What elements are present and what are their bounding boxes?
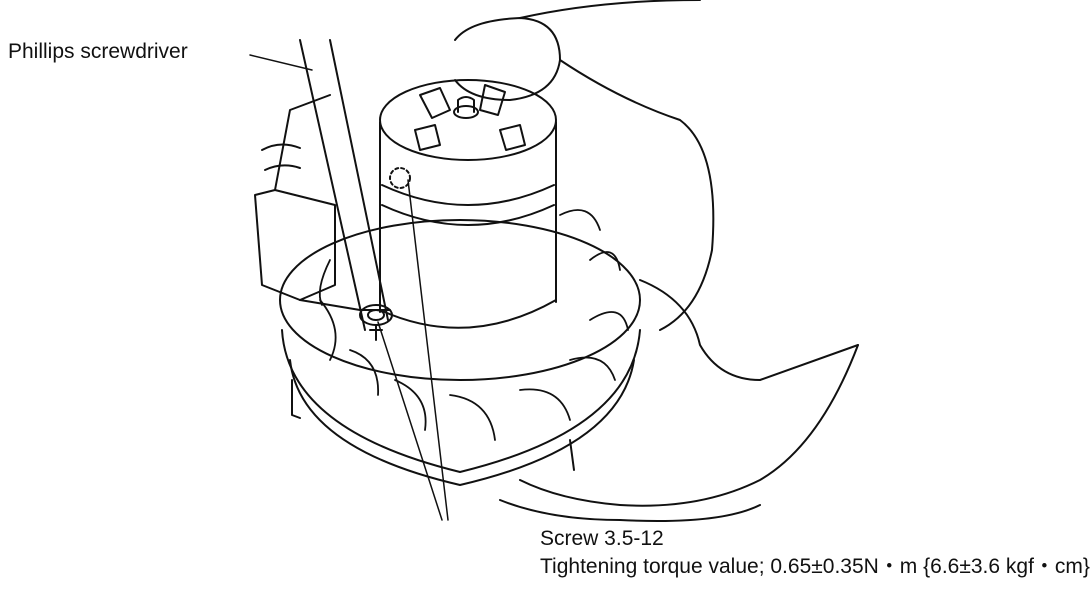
screwdriver-label: Phillips screwdriver <box>8 40 188 63</box>
hand <box>454 0 859 522</box>
motor-assembly-diagram: Phillips screwdriver Screw 3.5-12 Tighte… <box>8 0 1090 578</box>
fan-housing <box>279 219 641 486</box>
motor-assembly-illustration <box>249 0 859 522</box>
screwdriver <box>299 39 393 331</box>
leader-lines <box>249 54 449 521</box>
screw <box>369 324 383 341</box>
motor-body <box>379 79 557 329</box>
fan-blades <box>318 209 629 441</box>
screw-label: Screw 3.5-12 <box>540 527 664 550</box>
torque-label: Tightening torque value; 0.65±0.35N・m {6… <box>540 555 1090 578</box>
